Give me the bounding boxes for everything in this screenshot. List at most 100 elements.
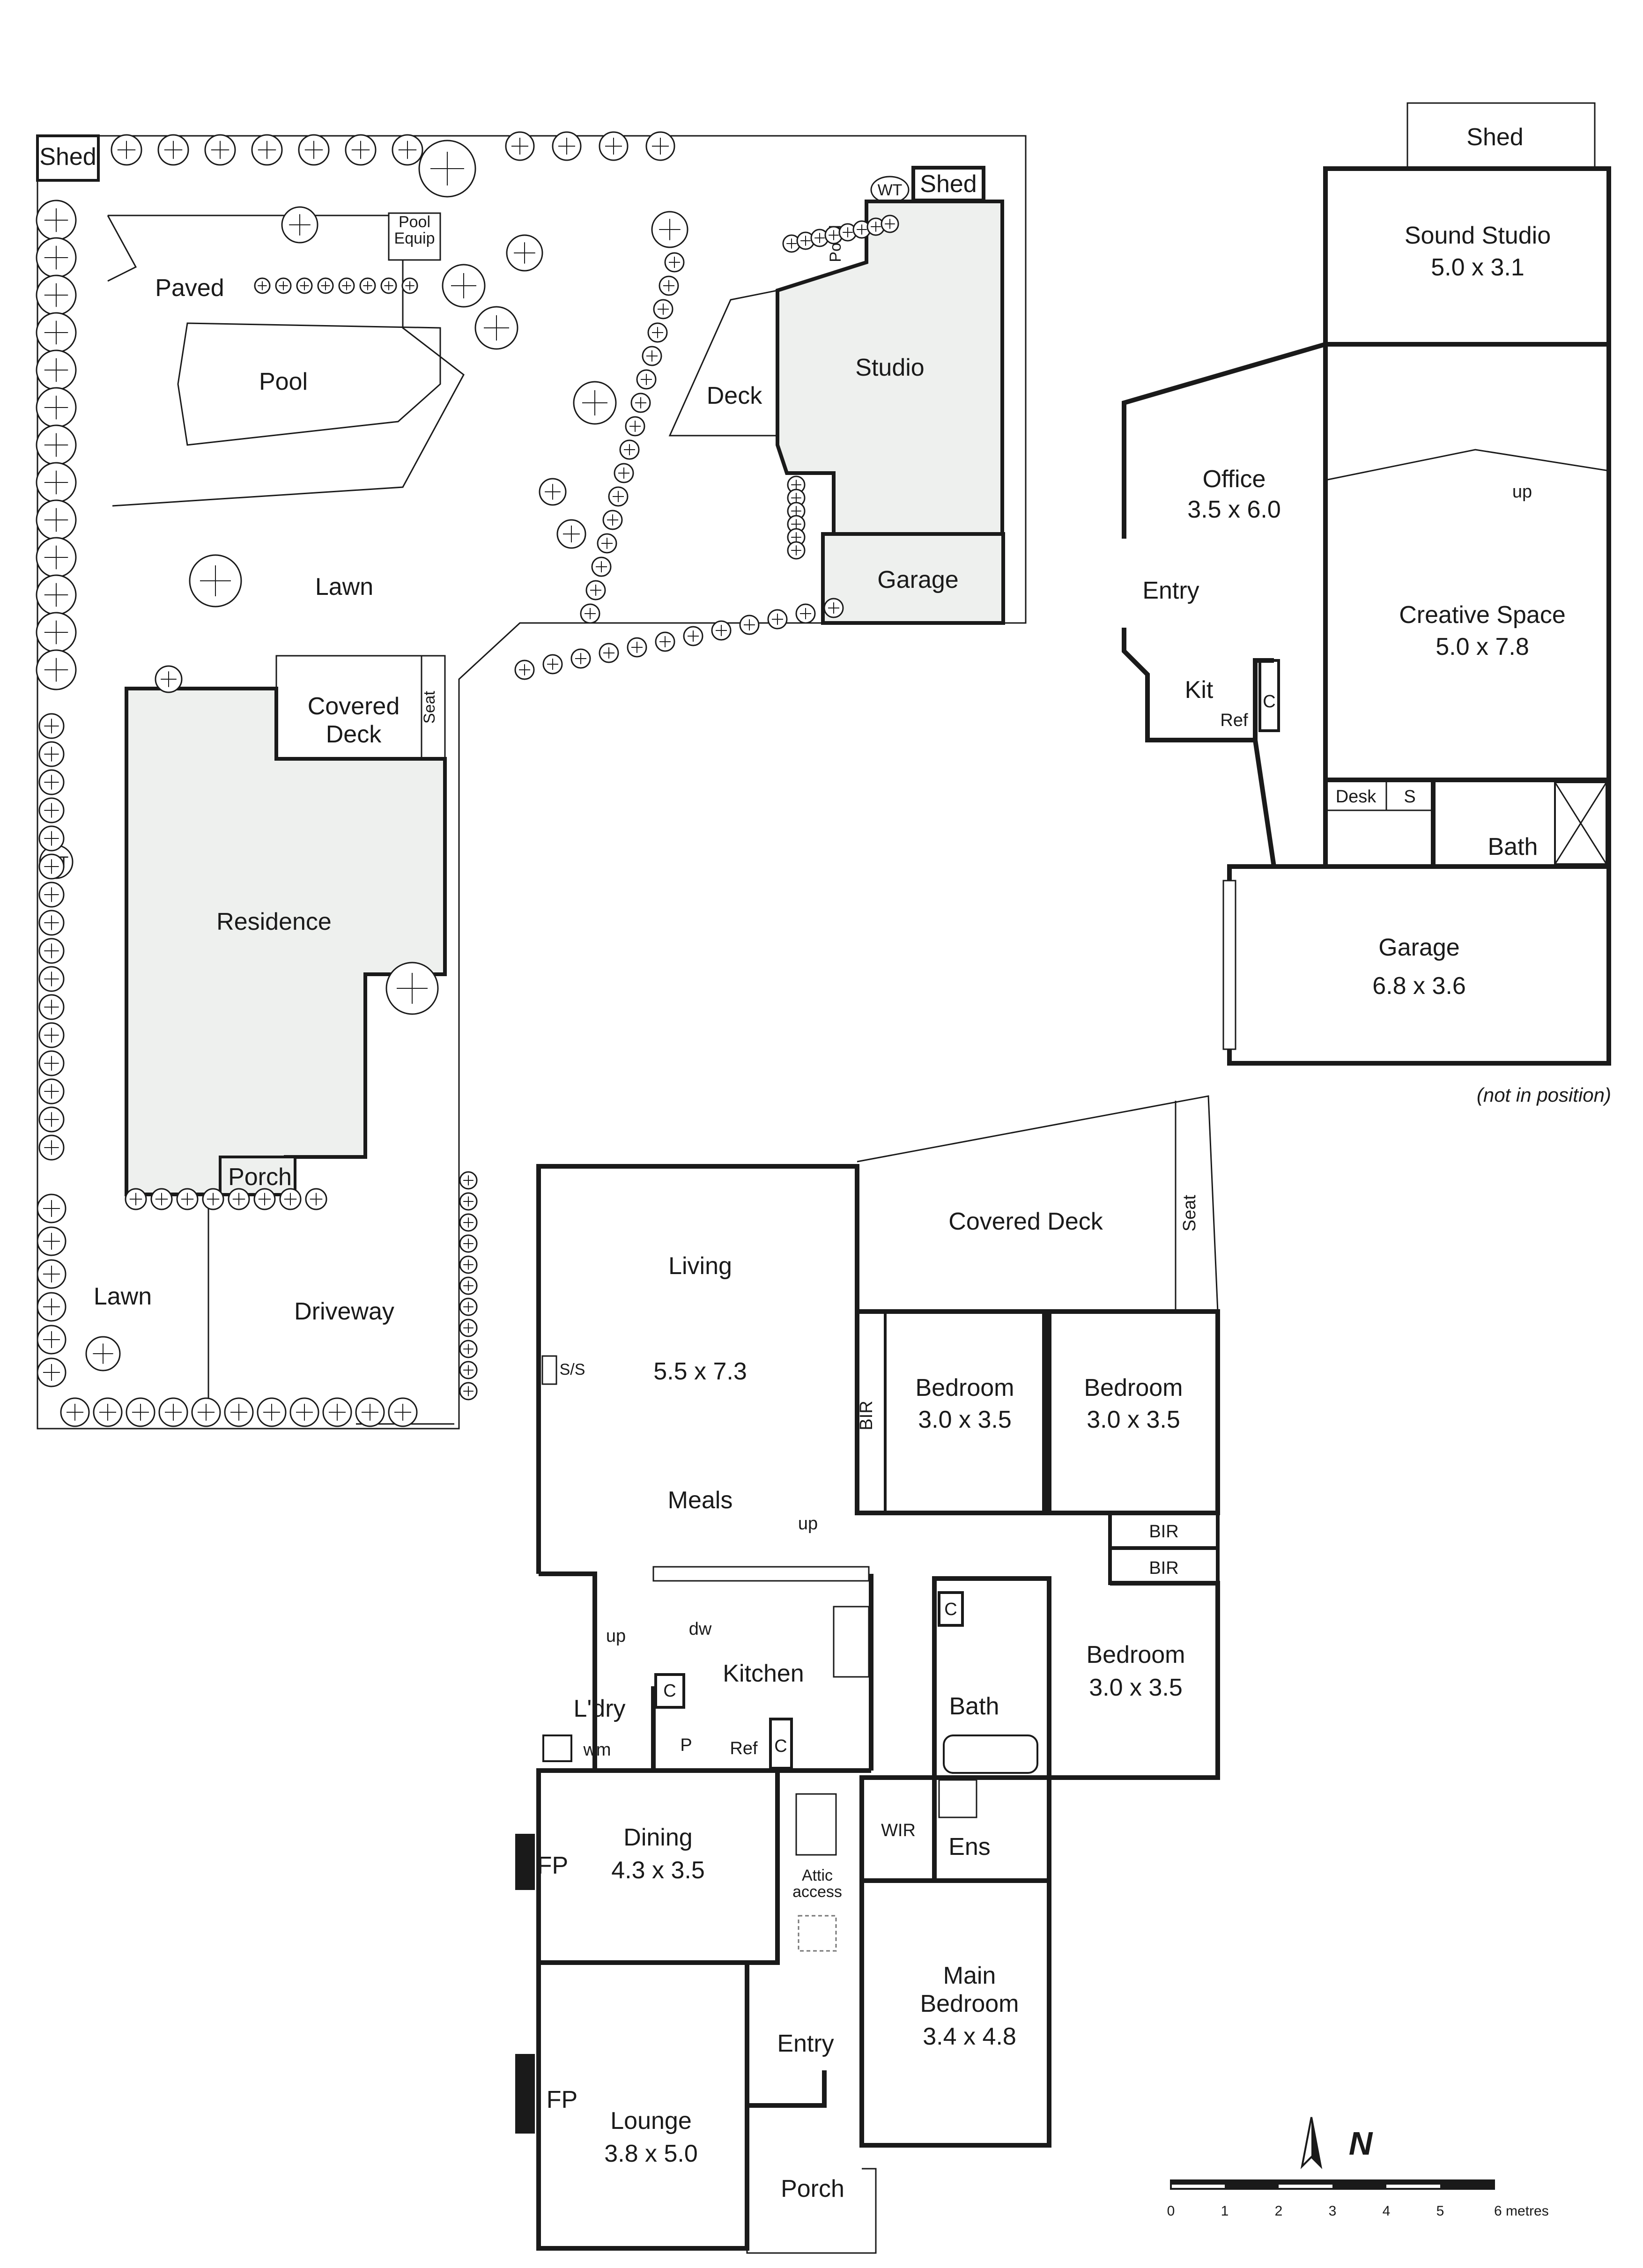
shrub-icon-detail xyxy=(43,1266,60,1282)
scale-tick-label: 0 xyxy=(1167,2203,1175,2219)
studio-garage-walls xyxy=(1227,864,1611,1066)
tree-icon-detail xyxy=(44,620,68,645)
shrub-icon-detail xyxy=(155,1193,168,1206)
shrub-icon-detail xyxy=(800,236,811,246)
shrub-icon-detail xyxy=(463,1260,474,1270)
shrub-icon-detail xyxy=(44,775,59,790)
house-porch-outline xyxy=(746,2168,877,2254)
site-wt-right-label: WT xyxy=(878,181,903,199)
shrub-icon-detail xyxy=(463,1344,474,1354)
site-covered-deck-label-1: Covered xyxy=(308,693,400,720)
bedroom-3-dim: 3.0 x 3.5 xyxy=(1089,1674,1182,1701)
studio-s-label: S xyxy=(1404,787,1415,807)
shrub-icon-detail xyxy=(791,519,801,529)
site-residence-building xyxy=(125,687,447,1196)
shrub-icon-detail xyxy=(342,281,351,290)
studio-ref-label: Ref xyxy=(1220,711,1248,730)
scale-tick-label: 3 xyxy=(1329,2203,1337,2219)
bir-1-label: BIR xyxy=(857,1401,876,1430)
north-arrow-fill-icon xyxy=(1311,2117,1321,2166)
tree-icon-detail xyxy=(99,1404,116,1421)
shrub-icon-detail xyxy=(545,484,561,500)
shrub-icon-detail xyxy=(43,1298,60,1315)
shrub-icon-detail xyxy=(43,1233,60,1250)
creative-space-dim: 5.0 x 7.8 xyxy=(1436,633,1529,660)
shrub-icon-detail xyxy=(44,747,59,762)
lounge-label: Lounge xyxy=(610,2107,692,2135)
meals-up-label: up xyxy=(798,1514,818,1534)
scale-tick-label: 6 metres xyxy=(1494,2203,1549,2219)
studio-shed-label: Shed xyxy=(1466,124,1523,151)
site-deck-label: Deck xyxy=(707,382,762,409)
tree-icon-detail xyxy=(44,320,68,345)
shrub-icon-detail xyxy=(629,421,641,432)
shrub-icon-detail xyxy=(618,467,629,479)
shrub-icon-detail xyxy=(300,281,309,290)
shrub-icon-detail xyxy=(258,1193,271,1206)
shrub-icon-detail xyxy=(786,238,797,249)
shrub-icon-detail xyxy=(363,281,372,290)
shrub-icon-detail xyxy=(590,585,601,596)
site-porch xyxy=(219,1156,296,1196)
tree-icon-detail xyxy=(44,283,68,307)
dining-label: Dining xyxy=(623,1824,692,1851)
tree-icon-detail xyxy=(67,1404,83,1421)
ensuite-shower xyxy=(938,1779,977,1818)
tree-icon-detail xyxy=(430,152,464,185)
site-greenery xyxy=(36,131,899,1427)
shrub-icon-detail xyxy=(44,943,59,958)
tree-icon-detail xyxy=(211,141,229,159)
bedroom-1-dim: 3.0 x 3.5 xyxy=(918,1406,1011,1433)
studio-garage-label: Garage xyxy=(1378,934,1459,961)
tree-icon-detail xyxy=(304,141,323,159)
garage-door xyxy=(1222,880,1236,1050)
tree-icon-detail xyxy=(44,208,68,232)
site-paved-label: Paved xyxy=(155,274,224,302)
site-lawn-bottom-label: Lawn xyxy=(94,1283,152,1310)
shrub-icon-detail xyxy=(857,224,867,235)
shrub-icon-detail xyxy=(43,1331,60,1348)
living-label: Living xyxy=(668,1253,732,1280)
house-covered-deck-label: Covered Deck xyxy=(948,1208,1103,1235)
living-dim: 5.5 x 7.3 xyxy=(653,1358,747,1385)
shrub-icon-detail xyxy=(624,444,635,455)
shrub-icon-detail xyxy=(635,397,646,408)
shrub-icon-detail xyxy=(44,1056,59,1071)
office-dim: 3.5 x 6.0 xyxy=(1187,496,1280,523)
kitchen-cupboard xyxy=(654,1673,685,1709)
site-studio-building xyxy=(776,200,1004,536)
bedroom-2-label: Bedroom xyxy=(1084,1374,1183,1401)
shrub-icon-detail xyxy=(871,222,881,232)
tree-icon-detail xyxy=(511,138,528,155)
shrub-icon-detail xyxy=(800,608,811,619)
office-garage-wall xyxy=(1253,740,1276,867)
bath-c-label: C xyxy=(944,1600,957,1619)
shrub-icon-detail xyxy=(44,719,59,734)
tree-icon-detail xyxy=(44,470,68,495)
shrub-icon-detail xyxy=(463,1302,474,1312)
shrub-icon-detail xyxy=(181,1193,194,1206)
kitchen-c2 xyxy=(769,1718,793,1770)
site-pool-label: Pool xyxy=(259,368,308,395)
shrub-icon-detail xyxy=(44,803,59,818)
tree-icon-detail xyxy=(659,219,681,240)
shrub-icon-detail xyxy=(321,281,330,290)
entry-label: Entry xyxy=(777,2030,834,2057)
tree-icon-detail xyxy=(351,141,370,159)
shrub-icon-detail xyxy=(44,831,59,846)
shrub-icon-detail xyxy=(463,1365,474,1375)
shrub-icon-detail xyxy=(463,1386,474,1396)
laundry-label: L'dry xyxy=(573,1695,625,1722)
bathtub xyxy=(943,1734,1038,1774)
studio-kit-label: Kit xyxy=(1185,676,1214,704)
house-porch-label: Porch xyxy=(781,2175,844,2202)
tree-icon-detail xyxy=(558,138,575,155)
studio-garage-dim: 6.8 x 3.6 xyxy=(1372,972,1465,1000)
tree-icon-detail xyxy=(132,1404,149,1421)
tree-icon-detail xyxy=(484,315,509,341)
shrub-icon-detail xyxy=(463,1196,474,1207)
wir-label: WIR xyxy=(881,1821,916,1840)
shrub-icon-detail xyxy=(405,281,414,290)
tree-icon-detail xyxy=(296,1404,313,1421)
